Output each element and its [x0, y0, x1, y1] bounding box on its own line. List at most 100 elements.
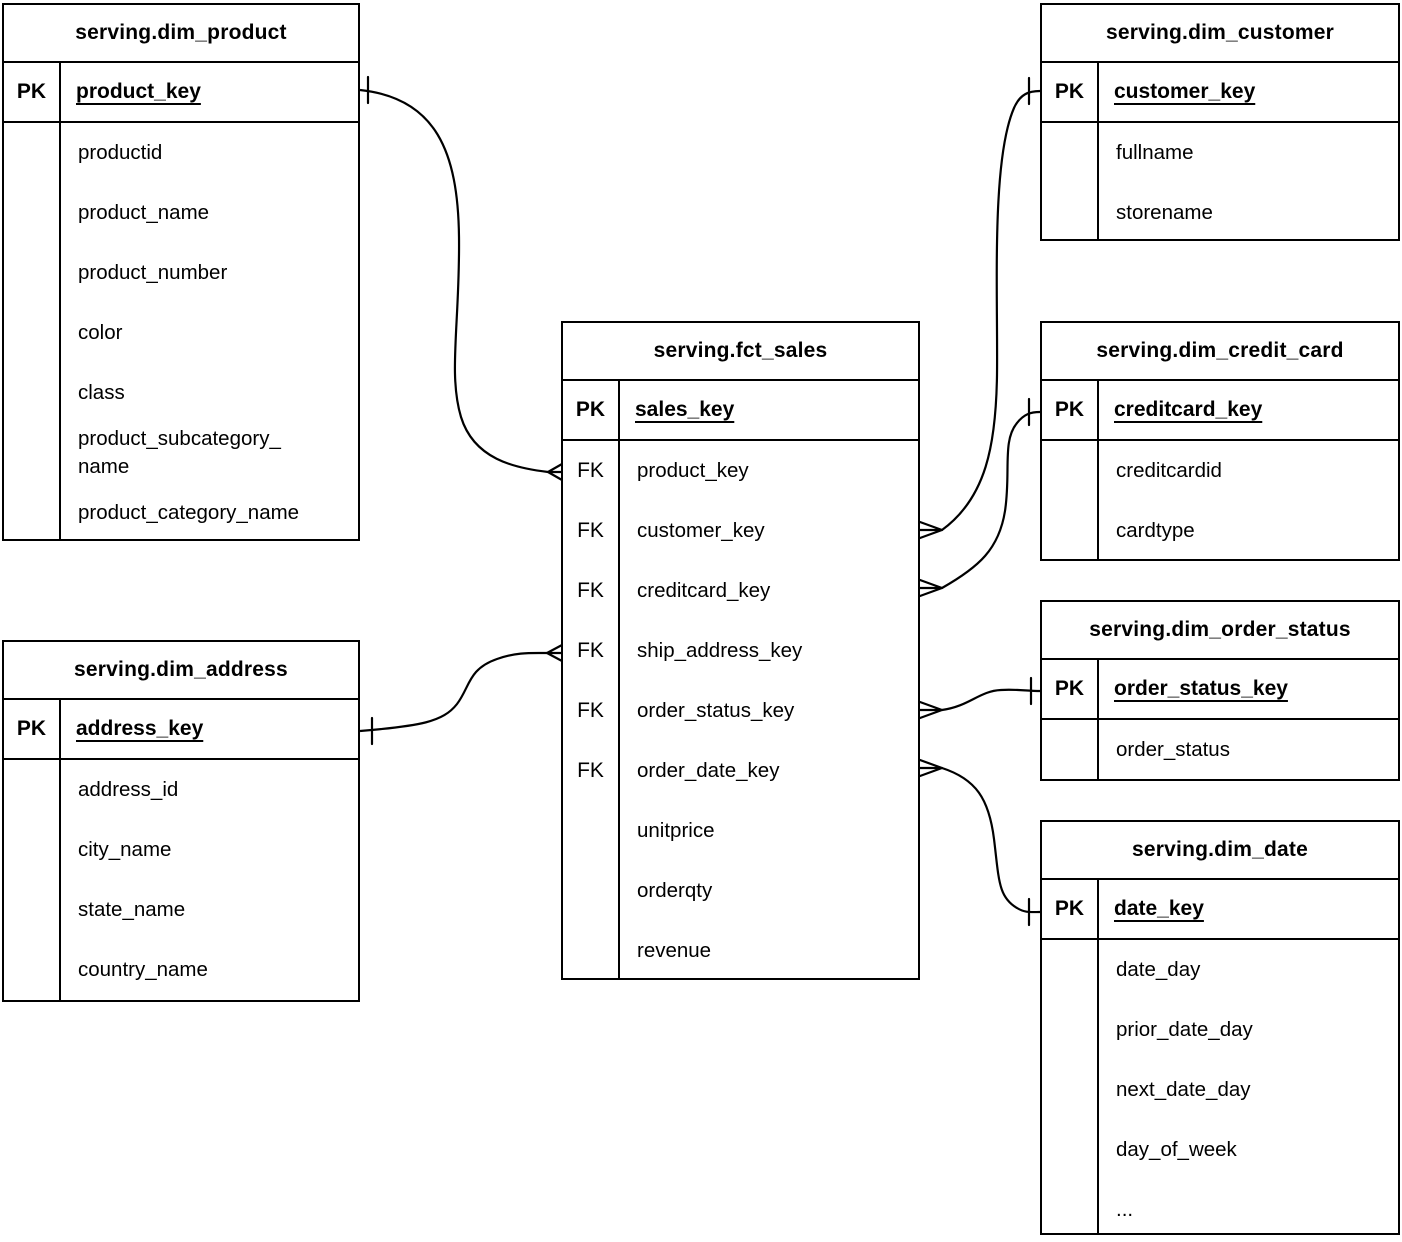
pk-row: PK order_status_key: [1042, 660, 1398, 720]
relationship-line: [359, 651, 548, 733]
relationship-line: [941, 688, 1041, 712]
key-column: [1042, 720, 1099, 779]
fk-label: FK: [577, 639, 604, 662]
crow-foot-many-icon: [918, 578, 944, 598]
fk-label: FK: [577, 699, 604, 722]
relationship-product-sales: [359, 75, 564, 482]
field-column: address_id city_name state_name country_…: [61, 760, 358, 1000]
field-column: fullname storename: [1099, 123, 1398, 239]
pk-label: PK: [4, 63, 61, 121]
pk-row: PK customer_key: [1042, 63, 1398, 123]
table-dim-product: serving.dim_product PK product_key produ…: [2, 3, 360, 541]
relationship-date-sales: [918, 758, 1041, 927]
fk-label: [563, 861, 618, 921]
field: product_key: [637, 459, 749, 482]
pk-field: product_key: [76, 80, 201, 103]
crow-foot-many-icon: [918, 520, 944, 540]
relationship-address-sales: [359, 643, 564, 746]
field: address_id: [78, 778, 179, 801]
field: revenue: [637, 939, 712, 962]
table-title: serving.dim_order_status: [1042, 602, 1398, 660]
pk-field: sales_key: [635, 398, 735, 421]
pk-row: PK product_key: [4, 63, 358, 123]
table-title: serving.dim_customer: [1042, 5, 1398, 63]
pk-label: PK: [1042, 660, 1099, 718]
field-column: product_key customer_key creditcard_key …: [620, 441, 918, 978]
table-body: FK FK FK FK FK FK product_key customer_k…: [563, 441, 918, 978]
field-column: date_day prior_date_day next_date_day da…: [1099, 940, 1398, 1233]
table-dim-date: serving.dim_date PK date_key date_day pr…: [1040, 820, 1400, 1235]
table-dim-credit-card: serving.dim_credit_card PK creditcard_ke…: [1040, 321, 1400, 561]
relationship-line: [941, 89, 1041, 531]
field: state_name: [78, 898, 186, 921]
field: creditcardid: [1116, 459, 1222, 482]
field: ship_address_key: [637, 639, 803, 662]
table-fct-sales: serving.fct_sales PK sales_key FK FK FK …: [561, 321, 920, 980]
field: color: [78, 321, 123, 344]
field: order_status: [1116, 738, 1230, 761]
field: creditcard_key: [637, 579, 771, 602]
pk-label: PK: [4, 700, 61, 758]
field: next_date_day: [1116, 1078, 1251, 1101]
pk-label: PK: [1042, 880, 1099, 938]
key-column: [4, 760, 61, 1000]
relationship-customer-sales: [918, 76, 1041, 540]
pk-field: address_key: [76, 717, 204, 740]
field-column: productid product_name product_number co…: [61, 123, 358, 539]
field: customer_key: [637, 519, 765, 542]
field: product_category_name: [78, 501, 300, 524]
pk-label: PK: [1042, 381, 1099, 439]
table-body: productid product_name product_number co…: [4, 123, 358, 539]
pk-row: PK address_key: [4, 700, 358, 760]
field: date_day: [1116, 958, 1201, 981]
pk-field: date_key: [1114, 897, 1204, 920]
pk-label: PK: [563, 381, 620, 439]
table-title: serving.dim_credit_card: [1042, 323, 1398, 381]
field: storename: [1116, 201, 1213, 224]
pk-row: PK date_key: [1042, 880, 1398, 940]
field-column: order_status: [1099, 720, 1398, 779]
field: order_status_key: [637, 699, 795, 722]
table-body: date_day prior_date_day next_date_day da…: [1042, 940, 1398, 1233]
table-body: order_status: [1042, 720, 1398, 779]
relationship-line: [941, 766, 1041, 914]
key-column: [1042, 123, 1099, 239]
field: fullname: [1116, 141, 1194, 164]
key-column: FK FK FK FK FK FK: [563, 441, 620, 978]
table-body: creditcardid cardtype: [1042, 441, 1398, 559]
field: day_of_week: [1116, 1138, 1237, 1161]
relationship-orderstatus-sales: [918, 676, 1041, 720]
relationship-line: [941, 410, 1041, 589]
table-dim-order-status: serving.dim_order_status PK order_status…: [1040, 600, 1400, 781]
field: order_date_key: [637, 759, 780, 782]
fk-label: FK: [577, 459, 604, 482]
fk-label: FK: [577, 579, 604, 602]
table-title: serving.fct_sales: [563, 323, 918, 381]
field: product_subcategory_ name: [78, 427, 281, 478]
field: ...: [1116, 1198, 1134, 1221]
relationship-line: [359, 88, 549, 474]
key-column: [1042, 940, 1099, 1233]
table-dim-customer: serving.dim_customer PK customer_key ful…: [1040, 3, 1400, 241]
pk-field: customer_key: [1114, 80, 1256, 103]
field: productid: [78, 141, 163, 164]
table-title: serving.dim_date: [1042, 822, 1398, 880]
pk-field: order_status_key: [1114, 677, 1288, 700]
relationship-creditcard-sales: [918, 397, 1041, 598]
table-title: serving.dim_address: [4, 642, 358, 700]
crow-foot-many-icon: [918, 758, 944, 778]
field: cardtype: [1116, 519, 1195, 542]
key-column: [4, 123, 61, 539]
table-body: address_id city_name state_name country_…: [4, 760, 358, 1000]
pk-row: PK sales_key: [563, 381, 918, 441]
fk-label: [563, 801, 618, 861]
key-column: [1042, 441, 1099, 559]
fk-label: [563, 921, 618, 978]
table-dim-address: serving.dim_address PK address_key addre…: [2, 640, 360, 1002]
field: unitprice: [637, 819, 715, 842]
fk-label: FK: [577, 519, 604, 542]
table-body: fullname storename: [1042, 123, 1398, 239]
field: product_name: [78, 201, 210, 224]
table-title: serving.dim_product: [4, 5, 358, 63]
field: orderqty: [637, 879, 713, 902]
